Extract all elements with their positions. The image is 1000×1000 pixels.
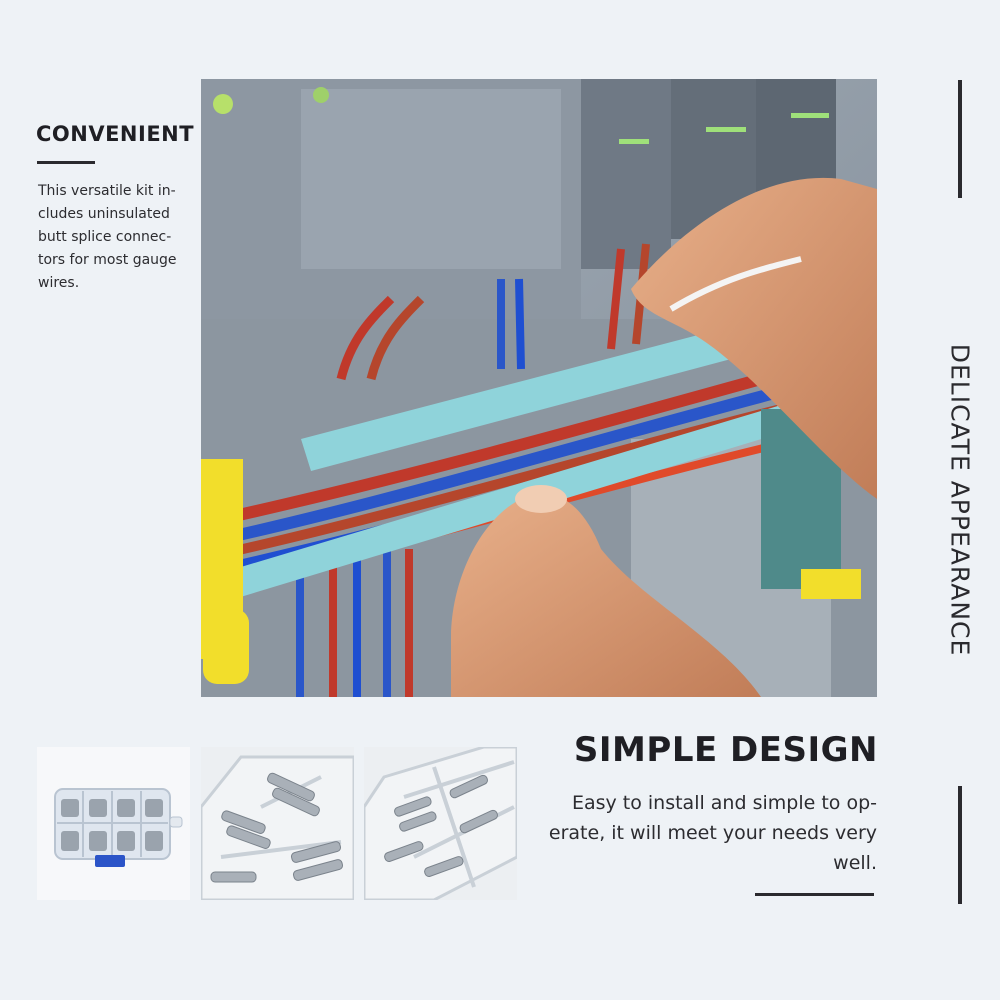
vertical-divider-top <box>958 80 962 198</box>
product-thumbnail-closeup <box>201 747 354 900</box>
vertical-divider-bottom <box>958 786 962 904</box>
simple-design-divider <box>755 893 874 896</box>
hero-photo <box>201 79 877 697</box>
delicate-appearance-caption: DELICATE APPEARANCE <box>945 343 975 657</box>
product-thumbnail-angle <box>364 747 517 900</box>
convenient-description: This versatile kit in-cludes uninsulated… <box>38 183 177 291</box>
simple-design-title: SIMPLE DESIGN <box>573 730 878 770</box>
simple-design-description: Easy to install and simple to op-erate, … <box>548 792 877 874</box>
convenient-divider <box>37 161 95 164</box>
convenient-title: CONVENIENT <box>36 122 195 146</box>
product-thumbnail-box <box>37 747 190 900</box>
